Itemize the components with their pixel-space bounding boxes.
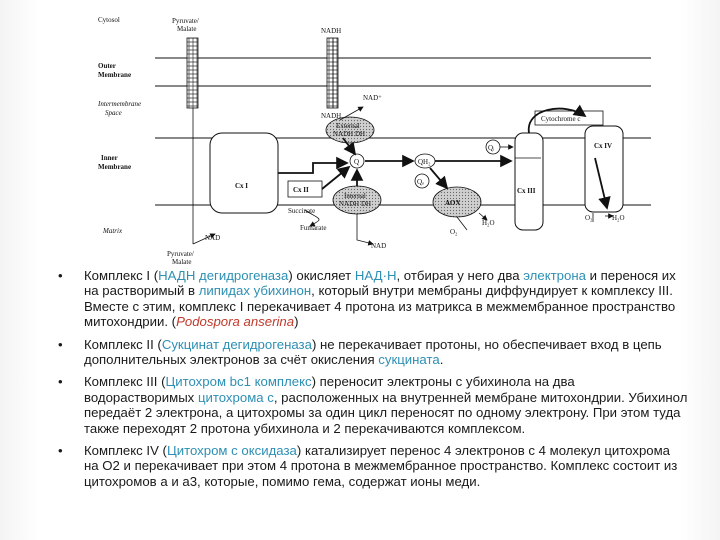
label-malate-top: Malate: [177, 25, 196, 33]
bullet-text: .: [439, 352, 444, 368]
bullet-text: ): [294, 314, 299, 330]
label-aox: AOX: [445, 199, 461, 207]
label-qh2: QH₂: [418, 158, 431, 166]
term-link[interactable]: Цитохром с оксидаза: [166, 443, 297, 459]
label-q: Q: [354, 158, 359, 166]
label-cx3: Cx III: [517, 187, 536, 195]
label-internal-nadh-dh: NADH DH: [339, 200, 371, 208]
complex-i: [209, 132, 279, 214]
label-malate-bottom: Malate: [172, 258, 191, 266]
electron-transport-chain-diagram: Cytosol Outer Membrane Intermembrane Spa…: [97, 16, 651, 266]
region-intermembrane-2: Space: [105, 109, 122, 117]
label-succinate: Succinate: [288, 207, 315, 215]
nadh-transporter-outer: [326, 37, 339, 109]
electron-flow-arrows: [192, 38, 614, 246]
term-link[interactable]: Цитохром bc1 комплекс: [165, 374, 312, 390]
bullet-marker: •: [58, 268, 63, 283]
complex-iii: [514, 132, 544, 231]
term-link[interactable]: НАДН дегидрогеназа: [158, 268, 289, 283]
bullet-marker: •: [58, 374, 63, 390]
bullet-list: • Комплекс I (НАДН дегидрогеназа) окисляе…: [58, 268, 688, 496]
complex-iv: [584, 125, 624, 213]
bullet-text: Комплекс IV (: [84, 443, 167, 459]
pyruvate-transporter-outer: [186, 37, 199, 109]
region-outer-membrane-2: Membrane: [98, 71, 131, 79]
term-link[interactable]: убихинон: [253, 283, 312, 299]
label-h2o-aox: H₂O: [482, 219, 495, 227]
bullet-text: , отбирая у него два: [396, 268, 524, 283]
bullet-marker: •: [58, 336, 63, 352]
label-external-nadh-dh: NADH DH: [333, 130, 365, 138]
label-pyruvate-top: Pyruvate/: [172, 17, 199, 25]
bullet-text: , который внутри мембраны диффундирует к…: [84, 283, 676, 330]
label-o2-cx4: O₂: [585, 214, 593, 222]
bullet-item: • Комплекс II (Сукцинат дегидрогеназа) не…: [58, 337, 688, 368]
ubiquinone-q: [349, 153, 365, 169]
label-h2o-cx4: H₂O: [612, 214, 625, 222]
region-matrix: Matrix: [102, 227, 123, 235]
bullet-text: Комплекс III (: [84, 374, 166, 390]
term-link[interactable]: липидах: [198, 283, 250, 299]
label-qo: Qₒ: [417, 178, 424, 186]
bullet-text: ) катализирует перенос 4 электронов с 4 …: [84, 443, 678, 489]
bullet-text: Комплекс I (: [84, 268, 159, 283]
bullet-text: и перенося их на растворимый в: [84, 268, 676, 299]
region-inner-membrane-2: Membrane: [98, 163, 131, 171]
label-pyruvate-bottom: Pyruvate/: [167, 250, 194, 258]
bullet-item: • Комплекс IV (Цитохром с оксидаза) катал…: [58, 443, 688, 489]
label-nadh-mid: NADH: [321, 112, 341, 120]
qo-site: [414, 173, 430, 189]
label-nad-plus: NAD⁺: [363, 94, 382, 102]
term-link[interactable]: сукцината: [378, 352, 440, 368]
bullet-text: ) окисляет: [288, 268, 355, 283]
label-cx1: Cx I: [235, 182, 248, 190]
label-internal: Internal: [344, 192, 366, 200]
region-intermembrane: Intermembrane: [97, 100, 141, 108]
label-cx2: Cx II: [293, 186, 309, 194]
label-cytochrome-c: Cytochrome c: [541, 115, 580, 123]
label-nadh-top: NADH: [321, 27, 341, 35]
outer-membrane: [155, 57, 651, 87]
bullet-marker: •: [58, 443, 63, 459]
region-cytosol: Cytosol: [98, 16, 120, 24]
term-link[interactable]: цитохрома c: [197, 389, 274, 405]
term-link[interactable]: электрона: [523, 268, 586, 283]
region-outer-membrane: Outer: [98, 62, 116, 70]
region-inner-membrane: Inner: [101, 154, 118, 162]
label-o2-aox: O₂: [450, 228, 458, 236]
bullet-text: , расположенных на внутренней мембране м…: [84, 389, 688, 436]
bullet-text: Комплекс II (: [84, 336, 162, 352]
bullet-text: ) переносит электроны с убихинола на два…: [84, 374, 575, 405]
term-link[interactable]: НАД·Н: [354, 268, 397, 283]
term-link[interactable]: Сукцинат дегидрогеназа: [161, 336, 312, 352]
species-name: Podospora anserina: [176, 314, 295, 330]
bullet-item: • Комплекс I (НАДН дегидрогеназа) окисляе…: [58, 268, 688, 330]
label-external: External: [336, 122, 360, 130]
label-cx4: Cx IV: [594, 142, 612, 150]
bullet-text: ) не перекачивает протоны, но обеспечива…: [84, 336, 662, 368]
label-nad-bottom: NAD: [371, 242, 386, 250]
label-fumarate: Fumarate: [300, 224, 326, 232]
bullet-item: • Комплекс III (Цитохром bc1 комплекс) пе…: [58, 374, 688, 436]
label-qi: Qᵢ: [488, 144, 495, 152]
